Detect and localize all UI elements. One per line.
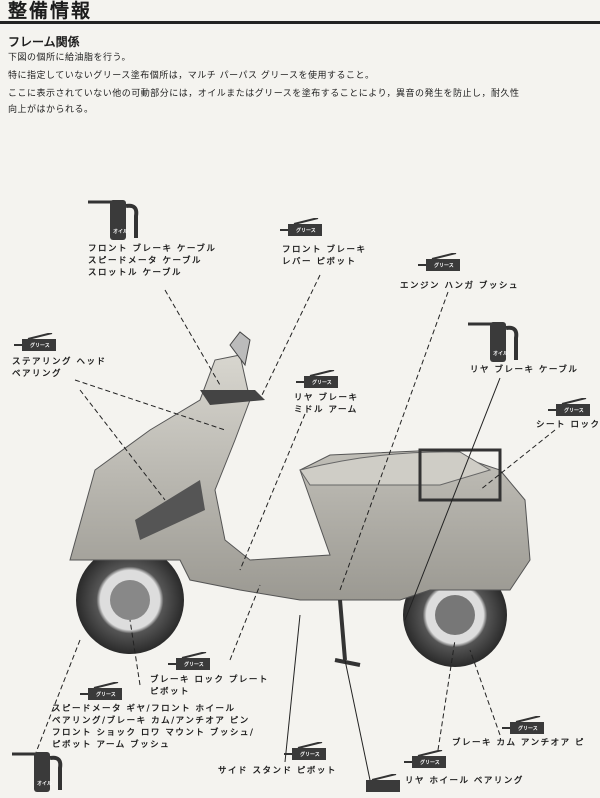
grease-gun-icon: グリース [404,749,448,768]
oil-can-icon: オイル [12,750,66,794]
paragraph: 下図の個所に給油脂を行う。 [8,53,131,63]
grease-gun-icon: グリース [80,681,124,700]
grease-gun-icon: グリース [14,332,58,351]
grease-gun-icon: グリース [280,217,324,236]
label-seat-lock: シート ロック [536,420,600,430]
grease-gun-icon: グリース [418,252,462,271]
label-front-brake-lever: フロント ブレーキ レバー ピボット [282,245,367,267]
label-rear-wheel-bearing: リヤ ホイール ベアリング [405,776,524,786]
title-rule [0,21,600,24]
grease-gun-icon: グリース [502,715,546,734]
label-front-wheel-group: スピードメータ ギヤ/フロント ホイール ベアリング/ブレーキ カム/アンチオア… [52,704,255,750]
label-rear-brake-middle-arm: リヤ ブレーキ ミドル アーム [294,393,359,415]
grease-gun-icon: グリース [296,369,340,388]
leader-lines [34,274,556,781]
paragraph: 特に指定していないグリース塗布個所は，マルチ パーパス グリースを使用すること。 [8,71,375,81]
grease-gun-icon: グリース [284,741,328,760]
paragraph: 向上がはかられる。 [8,105,94,115]
label-brake-lock-plate: ブレーキ ロック プレート ピボット [150,675,269,697]
section-title: フレーム関係 [8,35,80,49]
grease-gun-icon: グリース [168,651,212,670]
label-rear-brake-cam: ブレーキ カム アンチオア ピ [452,738,586,748]
label-engine-hanger: エンジン ハンガ ブッシュ [400,281,519,291]
label-steering-head: ステアリング ヘッド ベアリング [12,357,107,379]
oil-can-icon: オイル [88,198,142,242]
grease-gun-icon: グリース [548,397,592,416]
page-title: 整備情報 [8,0,93,22]
grease-gun-icon [358,773,402,792]
oil-can-icon: オイル [468,320,522,364]
label-front-cables: フロント ブレーキ ケーブル スピードメータ ケーブル スロットル ケーブル [88,244,217,278]
paragraph: ここに表示されていない他の可動部分には，オイルまたはグリースを塗布することにより… [8,89,520,99]
label-rear-brake-cable: リヤ ブレーキ ケーブル [470,365,579,375]
label-side-stand: サイド スタンド ピボット [218,766,337,776]
